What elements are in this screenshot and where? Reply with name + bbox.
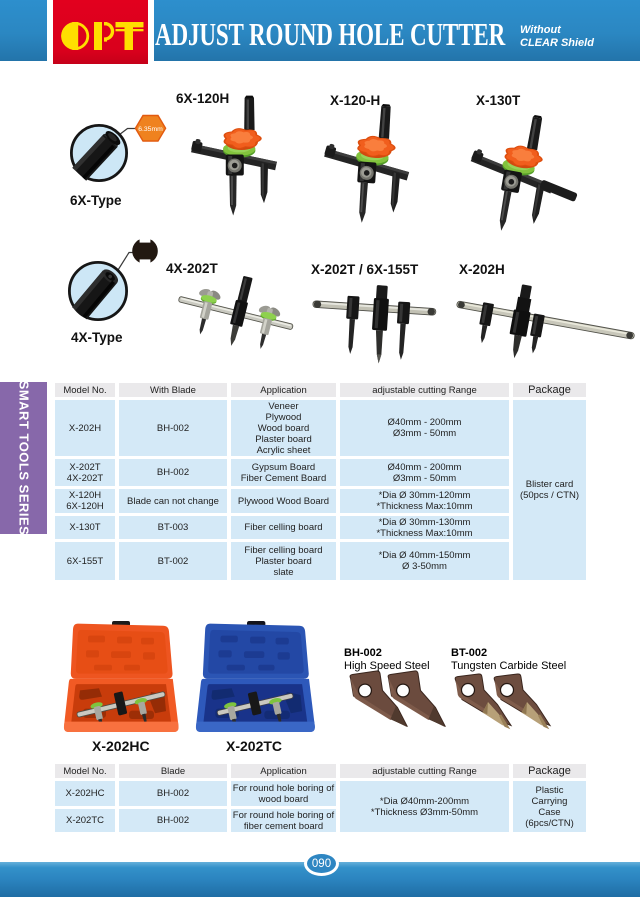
svg-text:6.35mm: 6.35mm — [138, 126, 163, 133]
